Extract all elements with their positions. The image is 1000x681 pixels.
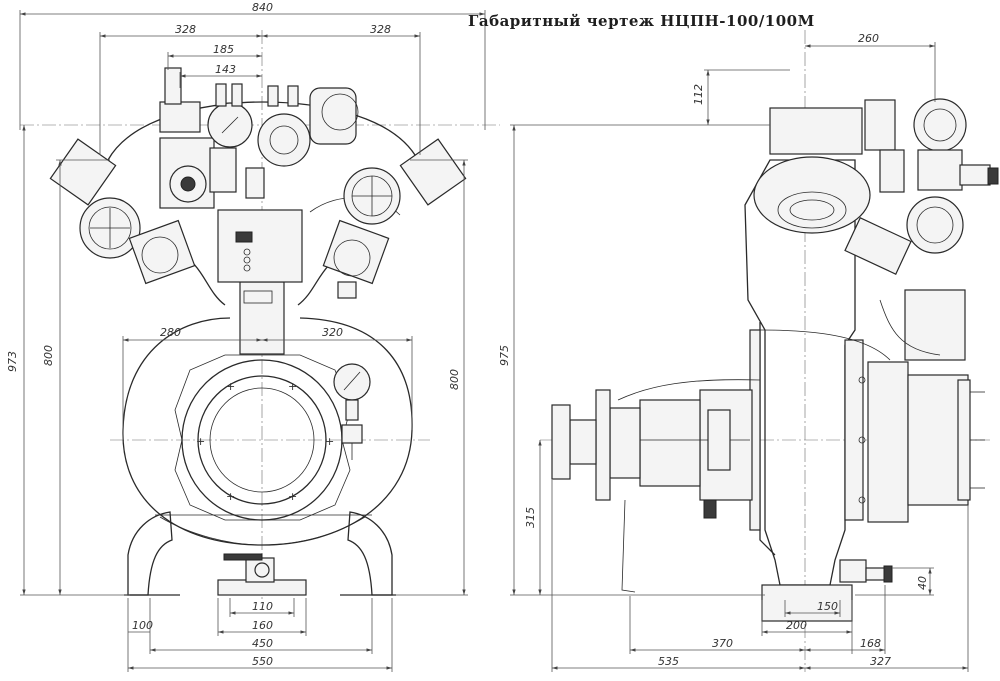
dim-base-overall: 550	[252, 655, 273, 668]
dim-base-width: 200	[786, 619, 807, 632]
dim-half-width-right: 328	[370, 23, 391, 36]
right-gate-valve	[322, 138, 467, 299]
svg-text:+: +	[288, 380, 297, 393]
dim-base-offset: 370	[712, 637, 733, 650]
dim-base-center: 110	[252, 600, 273, 613]
dim-total-height: 973	[6, 351, 19, 372]
dim-left-overall: 535	[658, 655, 679, 668]
dim-body-height-right: 800	[448, 369, 461, 390]
side-drain-valve	[621, 499, 893, 593]
dim-base-span: 450	[252, 637, 273, 650]
svg-text:+: +	[226, 490, 235, 503]
dim-base-foot: 100	[132, 619, 153, 632]
side-lower-handwheel	[906, 196, 964, 254]
left-gate-valve	[49, 137, 215, 285]
svg-text:+: +	[325, 435, 334, 448]
front-view: + + + + + +	[6, 1, 500, 672]
dim-manifold-width: 185	[213, 43, 234, 56]
side-top-handwheel	[913, 98, 967, 152]
side-shaft-coupling	[551, 389, 753, 519]
side-view: 260 112 975 315 40 150	[498, 30, 999, 672]
dim-right-offset: 320	[322, 326, 343, 339]
svg-text:+: +	[226, 380, 235, 393]
front-dimensions: 840 328 328 185 143 280 32	[6, 1, 486, 672]
dim-valve-spacing: 143	[215, 63, 236, 76]
side-dimensions: 260 112 975 315 40 150	[498, 32, 969, 672]
svg-text:+: +	[288, 490, 297, 503]
dim-half-width-left: 328	[175, 23, 196, 36]
suction-bore	[209, 387, 315, 493]
dim-left-offset: 280	[160, 326, 181, 339]
dim-top-offset: 112	[692, 84, 705, 105]
dim-top-width: 260	[858, 32, 879, 45]
front-base-feet	[124, 511, 396, 596]
top-manifold	[159, 67, 359, 199]
side-top-assembly	[617, 98, 999, 401]
suction-flange-inner	[197, 375, 327, 505]
dim-overall-width: 840	[252, 1, 273, 14]
dim-base-inner: 150	[817, 600, 838, 613]
dim-right-offset: 168	[860, 637, 881, 650]
drawing-title: Габаритный чертеж НЦПН-100/100М	[468, 12, 815, 30]
svg-text:+: +	[196, 435, 205, 448]
pressure-gauge-right	[333, 363, 371, 460]
dim-right-overall: 327	[870, 655, 891, 668]
dim-side-total-height: 975	[498, 345, 511, 366]
dim-axis-height: 315	[524, 507, 537, 528]
side-motor-flange	[858, 361, 985, 523]
dim-base-mid: 160	[252, 619, 273, 632]
discharge-neck	[217, 209, 303, 355]
manifold-handwheel	[257, 113, 311, 167]
dim-body-height-left: 800	[42, 345, 55, 366]
dim-drain-height: 40	[916, 576, 929, 590]
side-pump-body	[744, 159, 864, 622]
